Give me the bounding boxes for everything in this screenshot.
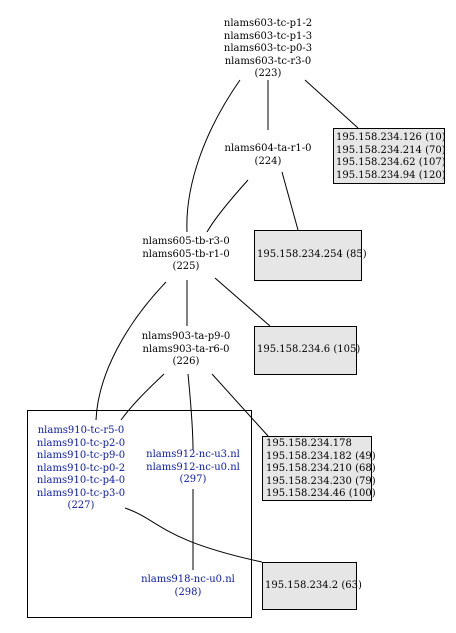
edge-227-g5 xyxy=(124,507,263,563)
node-227-label: nlams910-tc-p2-0 xyxy=(36,437,126,449)
node-226-id: (226) xyxy=(172,356,200,367)
edge-225-227 xyxy=(95,281,167,421)
node-223-label: nlams603-tc-r3-0 xyxy=(224,55,312,67)
node-223-id: (223) xyxy=(254,68,282,79)
node-297[interactable]: nlams912-nc-u3.nl nlams912-nc-u0.nl (297… xyxy=(138,449,248,487)
cluster-box xyxy=(27,410,252,618)
edge-223-225 xyxy=(186,79,241,233)
ip-address: 195.158.234.94 (120) xyxy=(336,169,446,181)
node-226[interactable]: nlams903-ta-p9-0 nlams903-ta-r6-0 (226) xyxy=(131,331,241,369)
node-227-label: nlams910-tc-p3-0 xyxy=(36,487,126,499)
node-225[interactable]: nlams605-tb-r3-0 nlams605-tb-r1-0 (225) xyxy=(131,236,241,274)
ip-group-5[interactable]: 195.158.234.2 (63) xyxy=(262,562,362,610)
node-297-label: nlams912-nc-u3.nl xyxy=(146,449,240,460)
edge-225-g3 xyxy=(214,277,271,327)
ip-address: 195.158.234.62 (107) xyxy=(336,157,446,168)
node-223-label: nlams603-tc-p1-3 xyxy=(223,30,313,42)
node-223-label: nlams603-tc-p0-3 xyxy=(223,43,313,54)
ip-address: 195.158.234.230 (79) xyxy=(266,475,376,487)
node-223[interactable]: nlams603-tc-p1-2 nlams603-tc-p1-3 nlams6… xyxy=(213,18,323,81)
node-224[interactable]: nlams604-ta-r1-0 (224) xyxy=(213,143,323,168)
ip-address: 195.158.234.46 (100) xyxy=(266,488,376,499)
ip-address: 195.158.234.254 (85) xyxy=(257,249,367,261)
node-298-id: (298) xyxy=(174,586,202,598)
node-227-label: nlams910-tc-p4-0 xyxy=(36,475,126,486)
node-227-id: (227) xyxy=(67,500,95,511)
edge-226-g4 xyxy=(211,373,269,437)
ip-group-1[interactable]: 195.158.234.126 (10) 195.158.234.214 (70… xyxy=(333,128,446,184)
node-297-id: (297) xyxy=(179,474,207,485)
ip-address: 195.158.234.210 (68) xyxy=(266,463,376,474)
node-227-label: nlams910-tc-p9-0 xyxy=(36,450,126,461)
node-227-label: nlams910-tc-r5-0 xyxy=(37,425,125,436)
ip-address: 195.158.234.126 (10) xyxy=(336,132,446,143)
node-225-id: (225) xyxy=(172,261,200,272)
ip-address: 195.158.234.6 (105) xyxy=(257,344,361,356)
node-225-label: nlams605-tb-r3-0 xyxy=(142,236,230,247)
ip-address: 195.158.234.214 (70) xyxy=(336,144,446,156)
node-224-label: nlams604-ta-r1-0 xyxy=(224,143,312,154)
node-226-label: nlams903-ta-p9-0 xyxy=(141,331,231,342)
edge-223-g1 xyxy=(304,79,359,129)
ip-group-2[interactable]: 195.158.234.254 (85) xyxy=(254,230,367,281)
node-223-label: nlams603-tc-p1-2 xyxy=(223,18,313,29)
ip-group-4[interactable]: 195.158.234.178 195.158.234.182 (49) 195… xyxy=(262,436,376,501)
node-227[interactable]: nlams910-tc-r5-0 nlams910-tc-p2-0 nlams9… xyxy=(26,425,136,513)
node-225-label: nlams605-tb-r1-0 xyxy=(142,248,230,260)
edge-224-225 xyxy=(206,179,249,233)
node-224-id: (224) xyxy=(254,155,282,167)
ip-address: 195.158.234.178 xyxy=(266,438,352,449)
node-298[interactable]: nlams918-nc-u0.nl (298) xyxy=(133,574,243,599)
ip-group-3[interactable]: 195.158.234.6 (105) xyxy=(254,326,361,375)
node-298-label: nlams918-nc-u0.nl xyxy=(141,574,235,585)
edge-224-g2 xyxy=(281,171,299,231)
node-297-label: nlams912-nc-u0.nl xyxy=(146,461,240,473)
ip-address: 195.158.234.2 (63) xyxy=(265,579,362,591)
node-227-label: nlams910-tc-p0-2 xyxy=(36,462,126,474)
edge-226-227 xyxy=(120,373,165,421)
node-226-label: nlams903-ta-r6-0 xyxy=(142,343,230,355)
ip-address: 195.158.234.182 (49) xyxy=(266,450,376,462)
